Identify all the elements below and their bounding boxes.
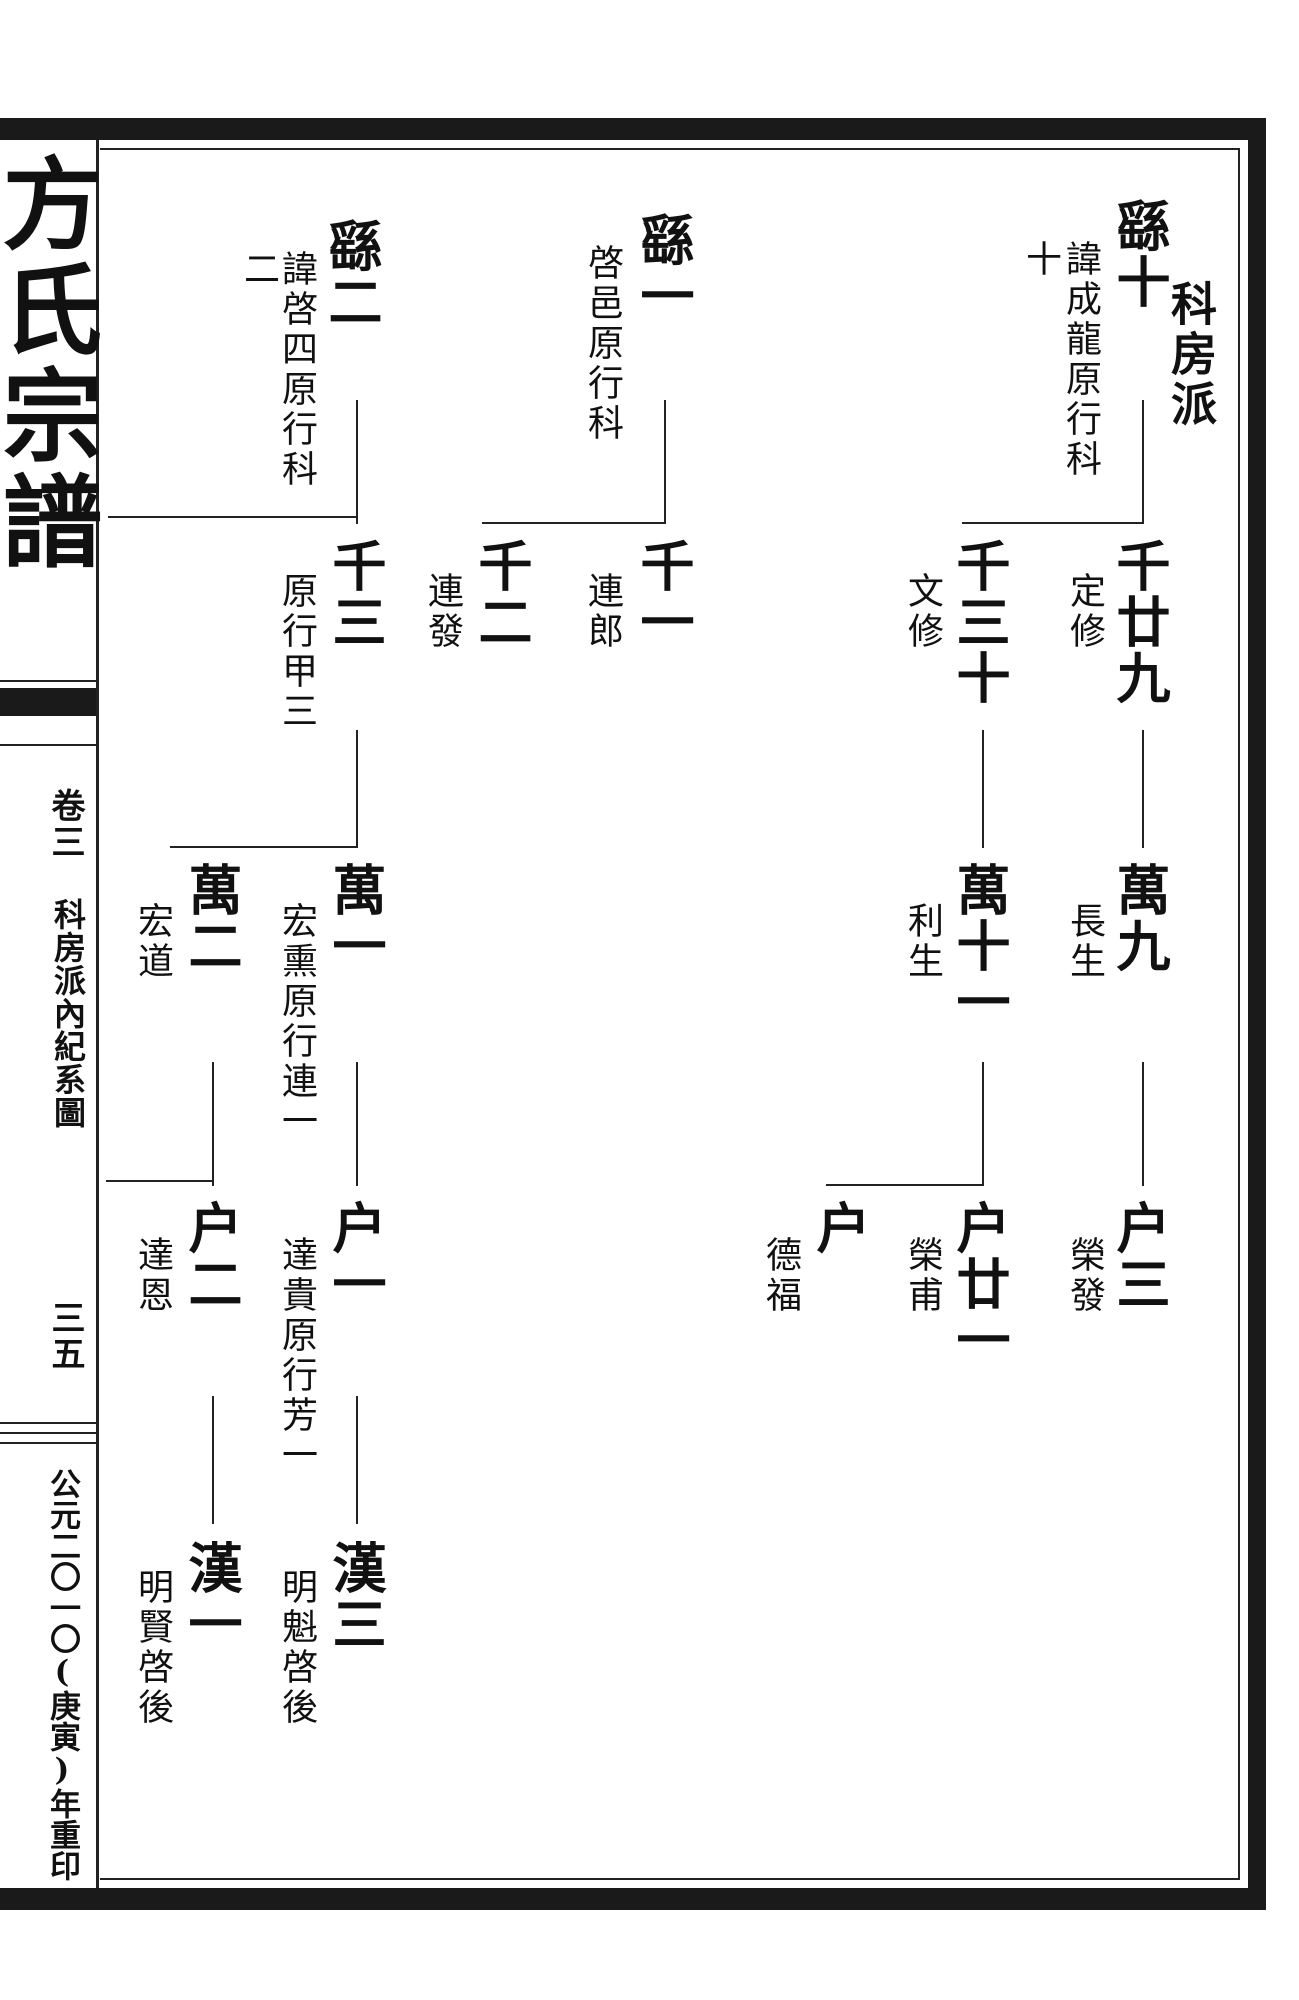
g3-note-wan1: 宏熏原行連一: [276, 902, 317, 1142]
top-border: [0, 118, 1265, 140]
connector-yao2-down: [356, 400, 358, 524]
connector-wan11-bar: [826, 1184, 984, 1186]
g2-name-qian30: 千三十: [947, 538, 1011, 706]
connector-yao10-bar: [962, 522, 1144, 524]
title-underline-thin-1: [0, 680, 96, 682]
connector-yao1-down: [664, 400, 666, 524]
connector-wan2-bar: [106, 1180, 214, 1182]
g3-name-wan9: 萬九: [1107, 862, 1171, 974]
connector-qian3-bar: [170, 846, 358, 848]
connector-hu2-down: [212, 1396, 214, 1524]
page-divider-1: [0, 1422, 96, 1424]
g4-name-hu1: 户一: [323, 1200, 387, 1312]
g1-name-yao2: 繇二: [319, 218, 383, 330]
g3-note-wan11: 利生: [902, 902, 943, 982]
connector-yao1-bar: [482, 522, 666, 524]
bottom-border: [0, 1888, 1265, 1910]
g2-note-qian29: 定修: [1064, 572, 1105, 652]
connector-yao2-bar: [108, 516, 358, 518]
g4-note-hu2: 達恩: [132, 1236, 173, 1316]
connector-hu1-down: [356, 1396, 358, 1524]
g1-note-yao10: 諱成龍原行科: [1060, 240, 1101, 480]
margin-divider-rule: [96, 140, 99, 1888]
g3-note-wan9: 長生: [1064, 902, 1105, 982]
g3-name-wan11: 萬十一: [947, 862, 1011, 1030]
connector-wan11-down: [982, 1062, 984, 1186]
g4-name-hu3: 户三: [1107, 1200, 1171, 1312]
top-inner-rule: [100, 148, 1240, 150]
connector-qian30-down: [982, 730, 984, 848]
right-border: [1248, 118, 1266, 1910]
g1-note-yao1: 啓邑原行科: [582, 244, 623, 444]
g2-note-qian3: 原行甲三: [276, 572, 317, 732]
g2-name-qian3: 千三: [323, 538, 387, 650]
g2-name-qian29: 千廿九: [1107, 538, 1171, 706]
connector-wan9-down: [1142, 1062, 1144, 1186]
connector-yao10-down: [1142, 400, 1144, 524]
g4-note-hu21: 榮甫: [902, 1236, 943, 1316]
g1-note2-yao10: 十: [1020, 240, 1061, 280]
branch-heading: 科房派: [1164, 280, 1218, 430]
g4-name-hu: 户: [807, 1200, 871, 1256]
volume-label: 卷三: [45, 788, 85, 860]
g2-name-qian1: 千一: [631, 538, 695, 650]
g4-name-hu2: 户二: [179, 1200, 243, 1312]
connector-qian29-down: [1142, 730, 1144, 848]
reprint-note: 公元二〇一〇(庚寅)年重印: [44, 1468, 80, 1881]
g1-note2-yao2: 二: [238, 250, 279, 290]
page-number: 三五: [45, 1300, 85, 1372]
g1-name-yao10: 繇十: [1107, 198, 1171, 310]
g5-name-han1: 漢一: [179, 1540, 243, 1652]
g1-name-yao1: 繇一: [631, 212, 695, 324]
connector-wan1-down: [356, 1062, 358, 1186]
title-underline-thick: [0, 688, 96, 716]
g2-note-qian30: 文修: [902, 572, 943, 652]
page-divider-3: [0, 1442, 96, 1444]
title-underline-thin-2: [0, 744, 96, 746]
g5-name-han3: 漢三: [323, 1540, 387, 1652]
g2-name-qian2: 千二: [469, 538, 533, 650]
connector-wan2-down: [212, 1062, 214, 1186]
g4-note-hu3: 榮發: [1064, 1236, 1105, 1316]
g3-name-wan2: 萬二: [179, 862, 243, 974]
g3-note-wan2: 宏道: [132, 902, 173, 982]
g2-note-qian2: 連發: [422, 572, 463, 652]
connector-qian3-down: [356, 730, 358, 848]
g1-note-yao2: 諱啓四原行科: [276, 250, 317, 490]
g4-name-hu21: 户廿一: [947, 1200, 1011, 1368]
bottom-inner-rule: [100, 1878, 1240, 1880]
g2-note-qian1: 連郎: [582, 572, 623, 652]
page-divider-2: [0, 1432, 96, 1434]
right-inner-rule: [1238, 148, 1240, 1880]
g4-note-hu: 德福: [760, 1236, 801, 1316]
book-title: 方氏宗譜: [0, 152, 103, 576]
g3-name-wan1: 萬一: [323, 862, 387, 974]
g5-note-han3: 明魁啓後: [276, 1568, 317, 1728]
section-label: 科房派內紀系圖: [49, 898, 87, 1129]
g5-note-han1: 明賢啓後: [132, 1568, 173, 1728]
g4-note-hu1: 達貴原行芳一: [276, 1236, 317, 1476]
